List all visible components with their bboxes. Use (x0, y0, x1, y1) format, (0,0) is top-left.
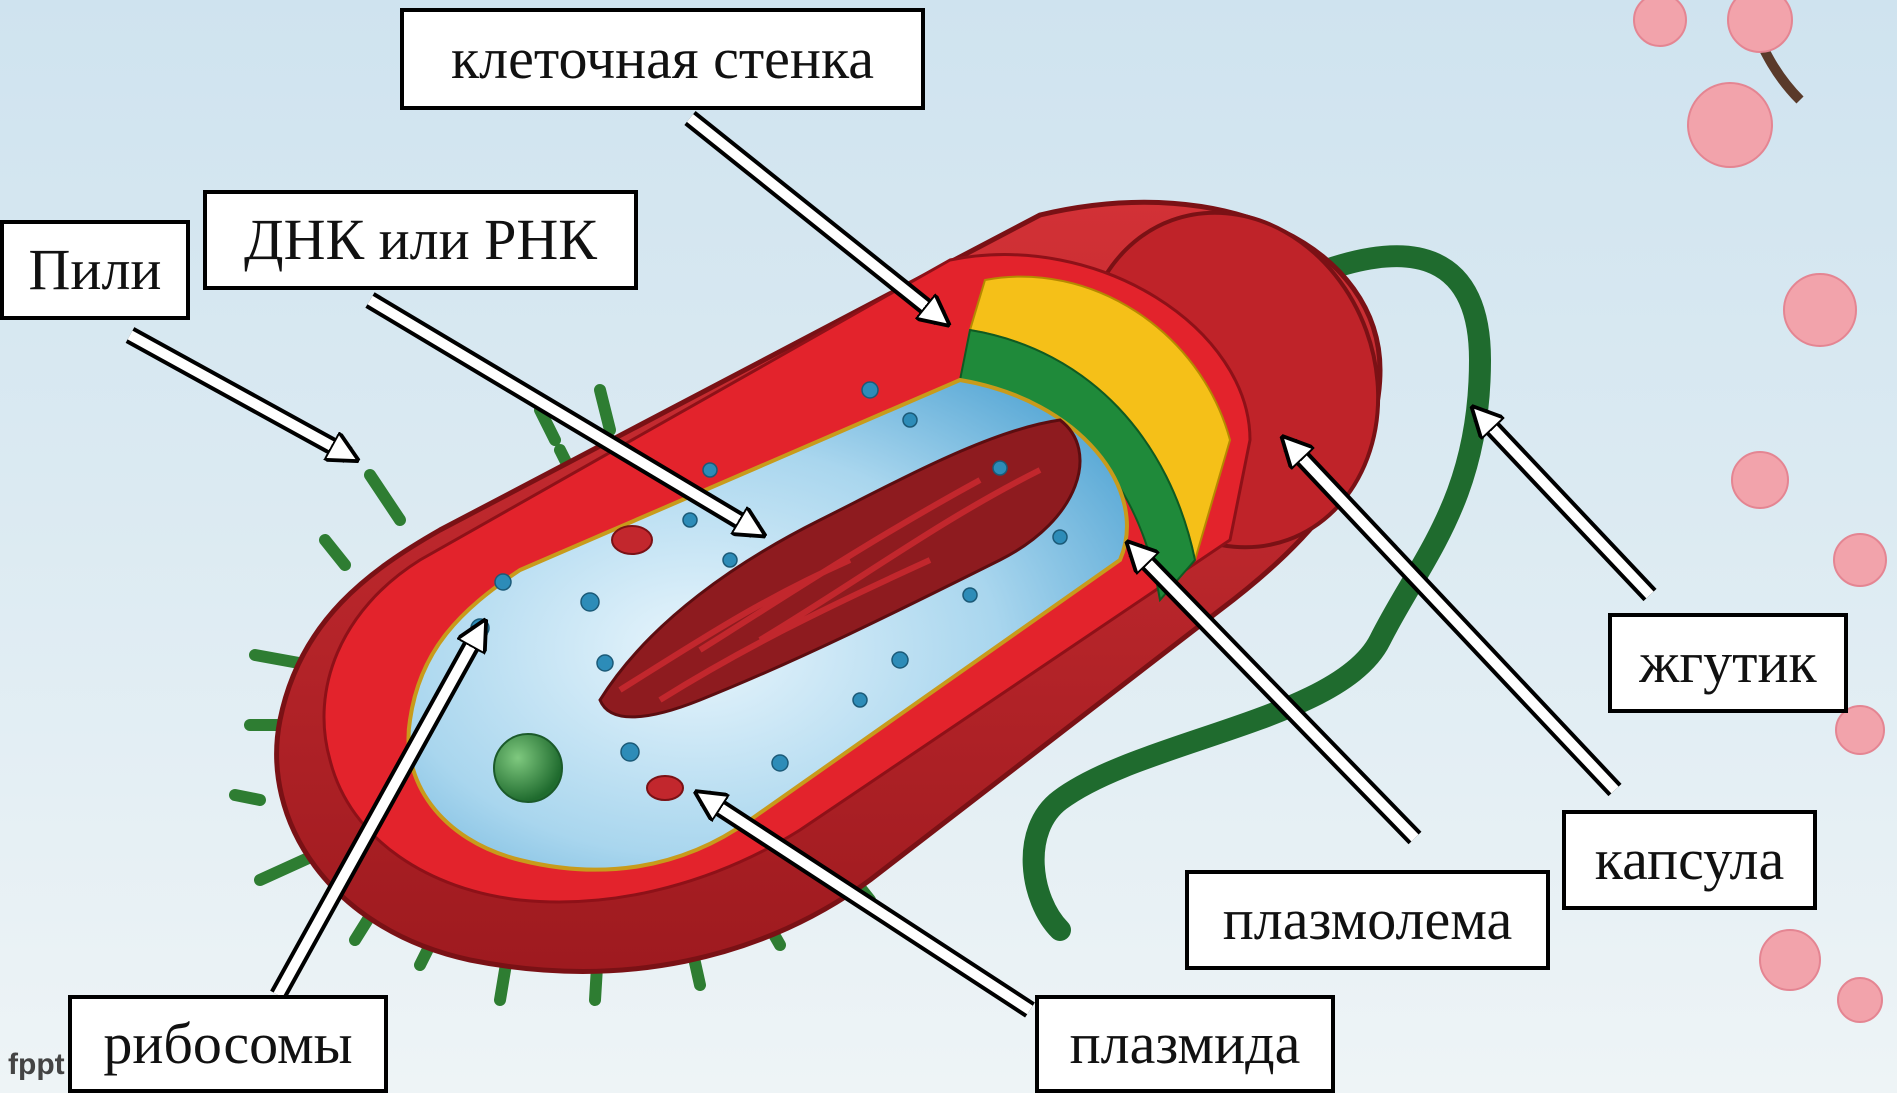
storage-granule (494, 734, 562, 802)
label-plasmalemma: плазмолема (1185, 870, 1550, 970)
label-cell-wall: клеточная стенка (400, 8, 925, 110)
label-dna-rna: ДНК или РНК (203, 190, 638, 290)
label-ribosomes: рибосомы (68, 995, 388, 1093)
label-capsule: капсула (1562, 810, 1817, 910)
label-pili: Пили (0, 220, 190, 320)
label-flagellum: жгутик (1608, 613, 1848, 713)
label-plasmid: плазмида (1035, 995, 1335, 1093)
watermark-logo: fppt (8, 1048, 65, 1082)
